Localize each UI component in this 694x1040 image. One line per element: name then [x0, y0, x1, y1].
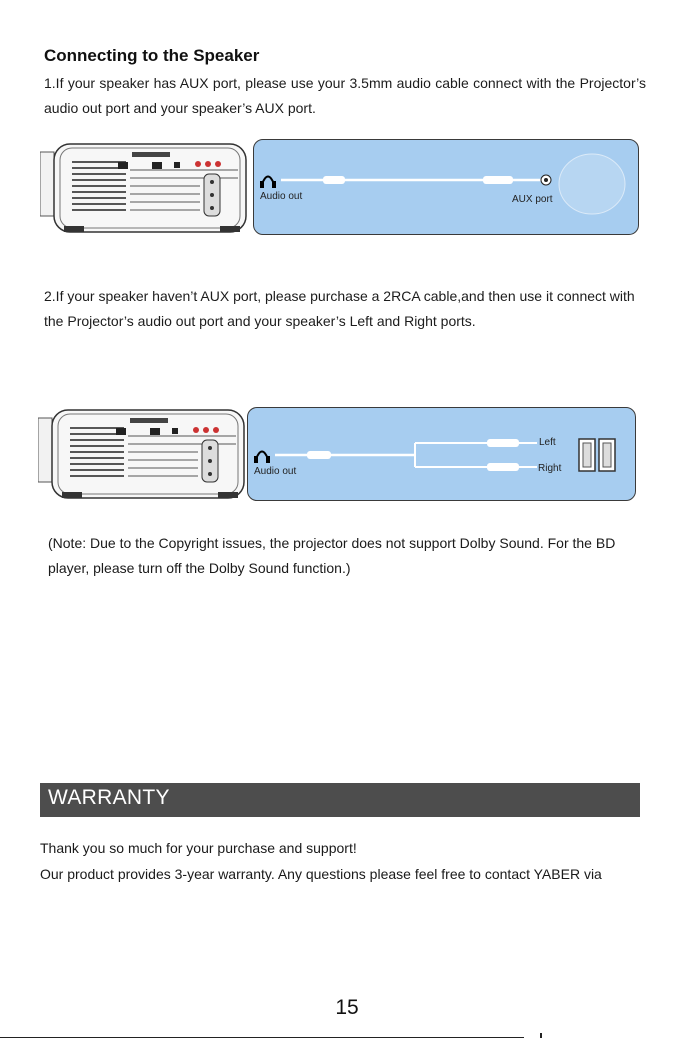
- warranty-banner: [40, 783, 640, 817]
- aux-cable-diagram: [260, 153, 626, 215]
- speaker-illustration: [578, 438, 616, 472]
- aux-port-label: AUX port: [512, 194, 553, 205]
- warranty-thanks: Thank you so much for your purchase and …: [40, 840, 357, 856]
- footer-rule: [0, 1037, 524, 1038]
- warranty-title: WARRANTY: [48, 786, 170, 809]
- audio-out-label: Audio out: [254, 466, 297, 477]
- left-port-label: Left: [539, 437, 556, 448]
- step-2-text: 2.If your speaker haven’t AUX port, plea…: [44, 288, 635, 329]
- headphone-icon: [254, 450, 270, 463]
- section-heading: Connecting to the Speaker: [44, 46, 260, 65]
- rca-cable-diagram: [254, 438, 616, 472]
- projector-illustration: [40, 143, 247, 233]
- step-1-text: 1.If your speaker has AUX port, please u…: [44, 75, 646, 116]
- footer-tick: [540, 1033, 542, 1038]
- projector-illustration: [38, 409, 245, 499]
- right-port-label: Right: [538, 463, 562, 474]
- warranty-details: Our product provides 3-year warranty. An…: [40, 866, 602, 882]
- page-number: 15: [335, 996, 359, 1019]
- headphone-icon: [260, 175, 276, 188]
- dolby-note: (Note: Due to the Copyright issues, the …: [48, 535, 616, 576]
- audio-out-label: Audio out: [260, 191, 303, 202]
